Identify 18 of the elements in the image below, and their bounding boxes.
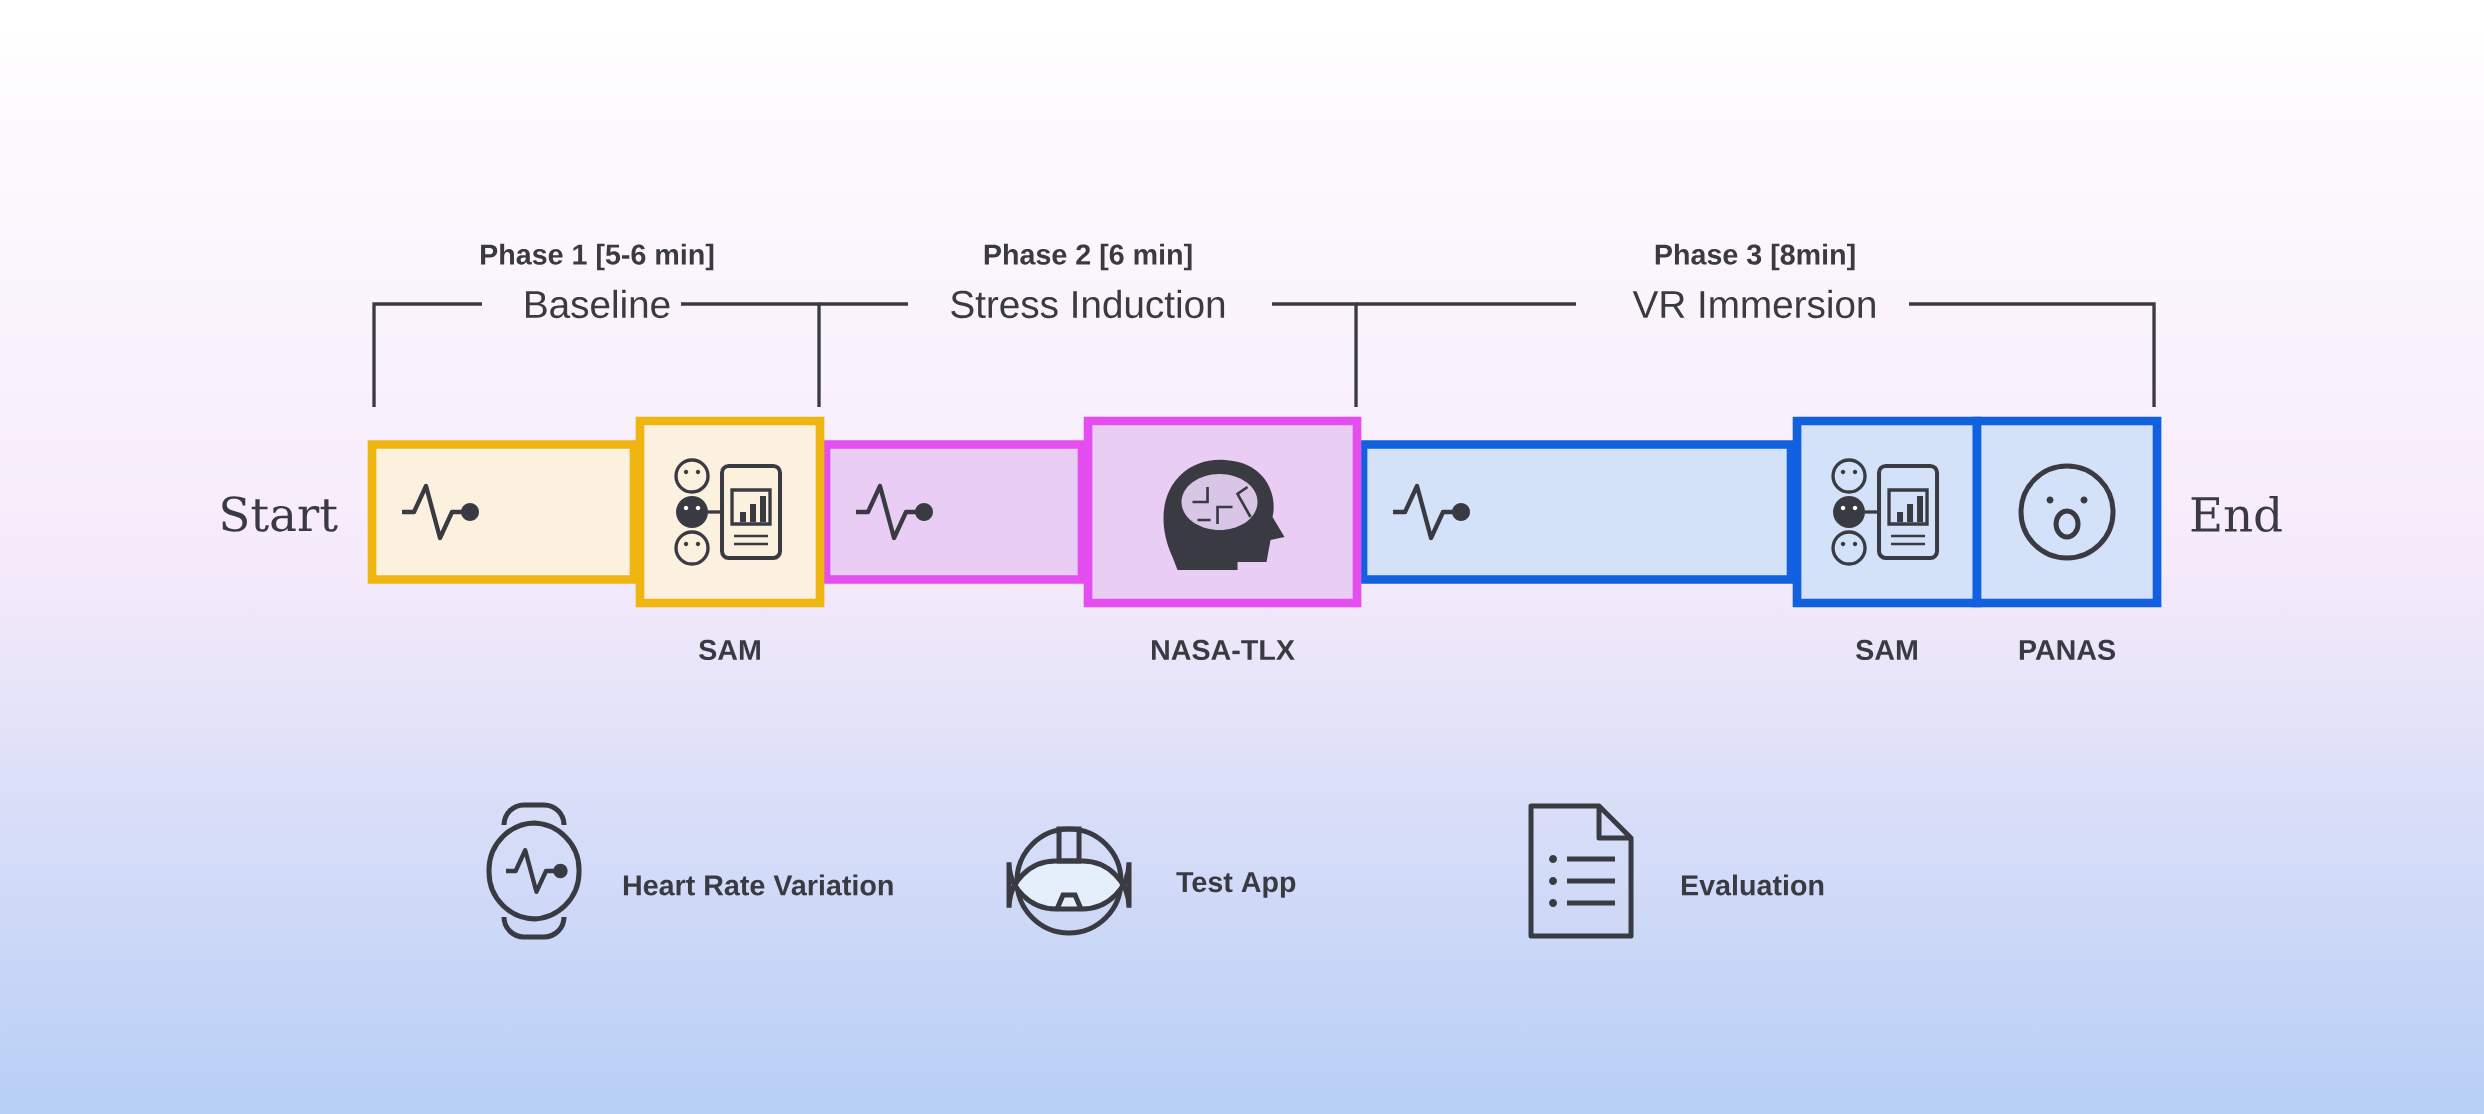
phase-heading: Phase 3 [8min] <box>1655 243 1855 271</box>
phase-name: Stress Induction <box>951 289 1225 319</box>
measure-label: SAM <box>1856 639 1917 661</box>
phase-bar <box>1358 440 1796 584</box>
phase-bar <box>367 440 639 584</box>
device-caption: Test App <box>1176 872 1296 898</box>
measure-box <box>635 416 825 608</box>
phase-name: Baseline <box>526 289 670 319</box>
device-caption: Evaluation <box>1681 874 1824 896</box>
phase-name: VR Immersion <box>1632 289 1875 319</box>
measure-label: SAM <box>699 639 760 661</box>
phase-heading: Phase 1 [5-6 min] <box>481 243 714 271</box>
measure-label: PANAS <box>2019 639 2115 661</box>
measure-box <box>1972 416 2162 608</box>
phase-heading: Phase 2 [6 min] <box>984 243 1192 271</box>
measure-label: NASA-TLX <box>1152 639 1295 661</box>
phase-bar <box>821 440 1087 584</box>
device-caption: Heart Rate Variation <box>623 874 893 896</box>
